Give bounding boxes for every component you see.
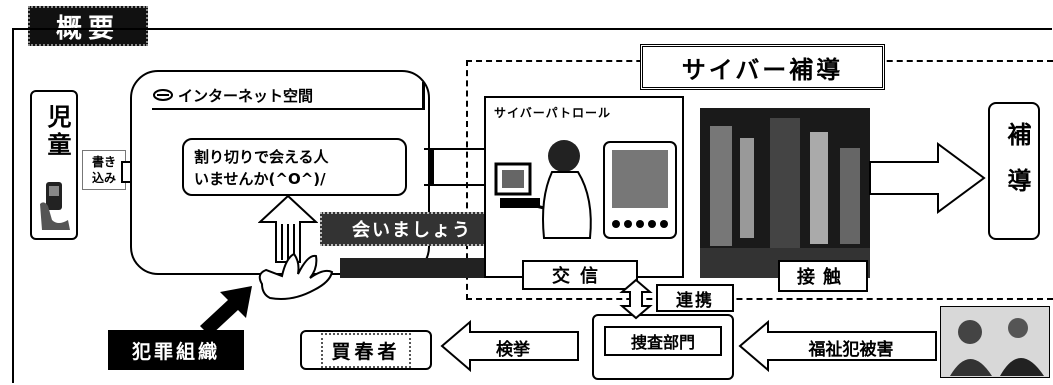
arrest-label: 検挙 <box>478 334 548 360</box>
post-text-line-1: 割り切りで会える人 <box>194 148 329 166</box>
investigation-box: 捜査部門 <box>592 314 734 380</box>
guidance-arrow-icon <box>869 142 986 214</box>
cyber-guidance-header: サイバー補導 <box>640 44 885 90</box>
outer-frame <box>12 28 1052 383</box>
arrest-arrow-icon <box>440 319 579 373</box>
criminal-org-label: 犯罪組織 <box>131 340 220 363</box>
arrest-label-text: 検挙 <box>496 339 530 360</box>
welfare-label: 福祉犯被害 <box>776 334 926 360</box>
contact-label: 接触 <box>778 260 868 292</box>
post-message-box: 割り切りで会える人 いませんか(^O^)/ <box>182 138 407 196</box>
link-icon <box>153 89 173 101</box>
black-arrow-icon <box>200 286 252 332</box>
write-label-text: 書き込み <box>91 155 116 185</box>
welfare-arrow-icon <box>738 319 937 373</box>
cooperation-label-text: 連携 <box>676 290 714 311</box>
cyber-patrol-box: サイバーパトロール <box>484 96 684 278</box>
offender-box: 買春者 <box>300 330 432 370</box>
internet-label: インターネット空間 <box>152 82 425 110</box>
welfare-label-text: 福祉犯被害 <box>808 339 894 360</box>
guidance-box: 補導 <box>988 102 1040 240</box>
mobile-device-icon <box>603 141 677 239</box>
meet-label: 会いましょう <box>320 212 504 246</box>
exchange-dark-bar <box>340 258 490 278</box>
criminal-org-box: 犯罪組織 <box>108 330 244 370</box>
meet-label-text: 会いましょう <box>352 220 472 241</box>
internet-label-text: インターネット空間 <box>178 86 314 105</box>
guidance-label: 補導 <box>1003 122 1031 214</box>
phone-hand-icon <box>40 182 70 230</box>
street-photo <box>700 108 870 278</box>
cooperation-label: 連携 <box>656 284 734 312</box>
exchange-label: 交信 <box>522 260 638 290</box>
child-box: 児童 <box>30 90 78 240</box>
computer-operator-icon <box>494 140 592 239</box>
hand-icon <box>258 252 334 300</box>
offender-label: 買春者 <box>321 332 411 368</box>
child-label: 児童 <box>43 104 71 160</box>
contact-label-text: 接触 <box>797 267 849 288</box>
exchange-label-text: 交信 <box>552 266 608 287</box>
patrol-label: サイバーパトロール <box>494 106 612 120</box>
post-connector <box>424 148 484 186</box>
cyber-guidance-header-text: サイバー補導 <box>681 55 844 84</box>
investigation-label-text: 捜査部門 <box>630 333 695 352</box>
write-label: 書き込み <box>82 150 126 190</box>
cooperation-arrow-icon <box>619 278 653 320</box>
victim-photo <box>940 306 1050 378</box>
post-text-line-2: いませんか(^O^)/ <box>194 170 326 188</box>
investigation-label: 捜査部門 <box>604 326 722 356</box>
diagram-title: 概要 <box>28 6 148 46</box>
